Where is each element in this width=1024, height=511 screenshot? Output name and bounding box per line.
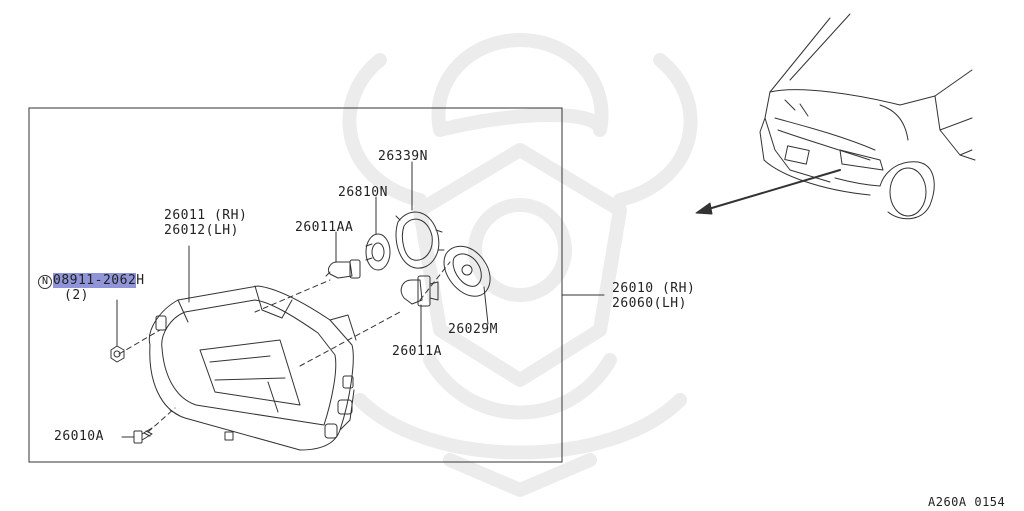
highlighted-part-number[interactable]: 08911-2062 — [53, 273, 137, 288]
part-label-26010-rh: 26010 (RH) — [612, 281, 696, 296]
part-label-26339n: 26339N — [378, 149, 428, 164]
dust-cover-26029m — [443, 245, 491, 297]
pointer-arrow-head — [695, 202, 713, 215]
nut-08911 — [110, 345, 125, 363]
part-label-26060-lh: 26060(LH) — [612, 296, 687, 311]
part-label-26011aa: 26011AA — [295, 220, 354, 235]
part-label-26810n: 26810N — [338, 185, 388, 200]
part-label-26011-rh: 26011 (RH) — [164, 208, 248, 223]
samurai-helmet-watermark — [342, 33, 698, 497]
diagram-code: A260A 0154 — [928, 495, 1006, 509]
part-label-26029m: 26029M — [448, 322, 498, 337]
screw-26010a — [133, 427, 153, 444]
socket-26810n — [365, 233, 391, 271]
n-circle-icon: N — [38, 275, 52, 289]
part-label-26012-lh: 26012(LH) — [164, 223, 239, 238]
part-label-26011a: 26011A — [392, 344, 442, 359]
headlamp-assembly — [148, 285, 357, 451]
part-number-suffix: H — [136, 273, 145, 288]
part-quantity-08911: (2) — [64, 288, 89, 303]
bulb-26011a — [400, 275, 439, 307]
diagram-frame — [28, 107, 563, 463]
ring-26339n — [395, 211, 445, 269]
pointer-arrow-line — [704, 169, 841, 211]
vehicle-front-sketch — [759, 13, 976, 220]
bulb-26011aa — [325, 259, 361, 279]
part-label-26010a: 26010A — [54, 429, 104, 444]
